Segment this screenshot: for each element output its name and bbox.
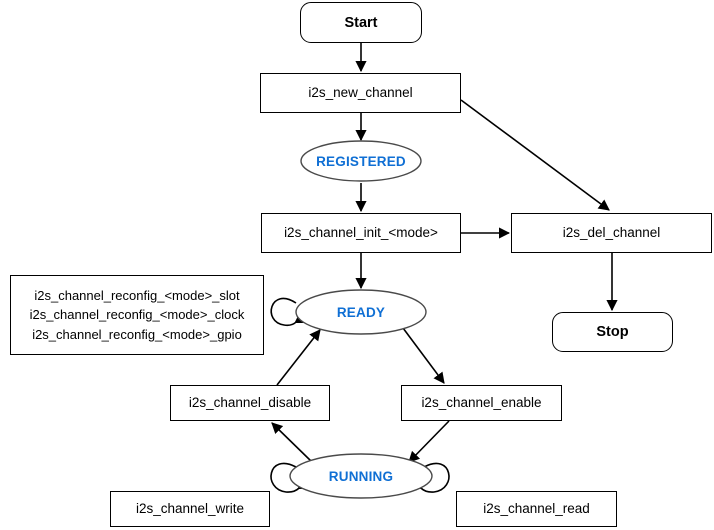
action-label-channel-read: i2s_channel_read xyxy=(483,500,590,516)
action-box-del-channel[interactable]: i2s_del_channel xyxy=(511,213,712,253)
state-text-ready: READY xyxy=(336,304,386,320)
state-ellipse-ready[interactable] xyxy=(295,289,427,335)
action-box-channel-disable[interactable]: i2s_channel_disable xyxy=(170,385,330,421)
state-text-registered: REGISTERED xyxy=(316,153,406,169)
terminator-start[interactable]: Start xyxy=(300,2,422,43)
state-ellipse-registered[interactable] xyxy=(300,140,422,182)
terminator-start-label: Start xyxy=(344,14,378,31)
action-label-channel-reconfig-clock: i2s_channel_reconfig_<mode>_clock xyxy=(29,307,245,323)
state-label-running: RUNNING xyxy=(290,454,432,498)
edge-running-to-channel-disable xyxy=(271,422,313,463)
action-label-new-channel: i2s_new_channel xyxy=(308,84,413,100)
action-label-channel-init: i2s_channel_init_<mode> xyxy=(284,224,438,240)
edge-channel-enable-to-running xyxy=(408,420,450,463)
action-box-new-channel[interactable]: i2s_new_channel xyxy=(260,73,461,113)
action-label-del-channel: i2s_del_channel xyxy=(562,224,661,240)
edge-channel-disable-to-ready xyxy=(276,329,321,386)
edge-running-self-loop-read xyxy=(411,462,450,493)
action-box-channel-enable[interactable]: i2s_channel_enable xyxy=(401,385,562,421)
state-text-running: RUNNING xyxy=(328,468,394,484)
edge-ready-to-channel-enable xyxy=(402,327,445,384)
action-label-channel-enable: i2s_channel_enable xyxy=(421,394,542,410)
edge-running-self-loop-write xyxy=(270,462,309,493)
action-box-channel-write[interactable]: i2s_channel_write xyxy=(110,491,270,527)
terminator-stop-label: Stop xyxy=(596,324,629,340)
state-label-ready: READY xyxy=(296,290,426,334)
action-label-channel-reconfig-slot: i2s_channel_reconfig_<mode>_slot xyxy=(34,288,240,304)
edge-new-channel-to-del-channel xyxy=(460,99,610,211)
state-ellipse-running[interactable] xyxy=(289,453,433,499)
terminator-stop[interactable]: Stop xyxy=(552,312,673,352)
action-box-channel-reconfig[interactable]: i2s_channel_reconfig_<mode>_slot i2s_cha… xyxy=(10,275,264,355)
edge-ready-self-loop xyxy=(270,297,306,327)
action-label-channel-write: i2s_channel_write xyxy=(135,500,245,516)
action-box-channel-read[interactable]: i2s_channel_read xyxy=(456,491,617,527)
action-box-channel-init[interactable]: i2s_channel_init_<mode> xyxy=(261,213,461,253)
action-label-channel-reconfig-gpio: i2s_channel_reconfig_<mode>_gpio xyxy=(32,326,242,342)
action-label-channel-disable: i2s_channel_disable xyxy=(188,394,312,410)
state-label-registered: REGISTERED xyxy=(301,141,421,181)
